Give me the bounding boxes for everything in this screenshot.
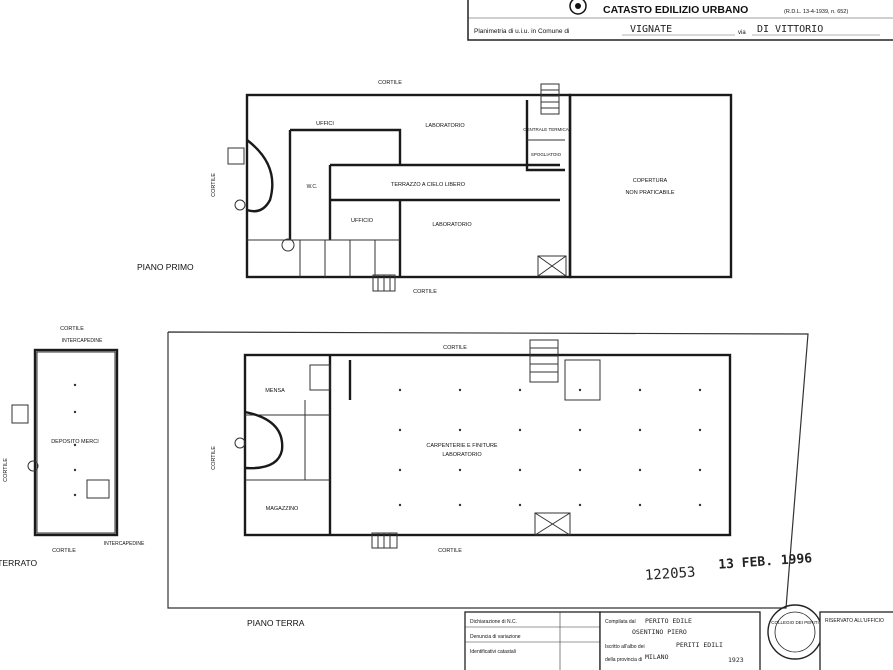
room-ufficio: UFFICIO [351, 218, 374, 224]
header-caption: Planimetria di u.i.u. in Comune di [474, 28, 569, 35]
receipt-stamp: 122053 13 FEB. 1996 [644, 551, 813, 584]
footer-table: Dichiarazione di N.C. Denuncia di variaz… [464, 604, 893, 670]
room-copertura: COPERTURA [633, 178, 668, 184]
plan-basement: CORTILE INTERCAPEDINE CORTILE DEPOSITO M… [0, 326, 145, 568]
label-cortile-first-left: CORTILE [211, 173, 217, 197]
label-cortile-ground-top: CORTILE [443, 345, 467, 351]
room-non-praticabile: NON PRATICABILE [625, 190, 674, 196]
room-wc: W.C. [307, 184, 318, 190]
stairs-first-bottom [372, 274, 396, 292]
label-cortile-basement-top: CORTILE [60, 326, 84, 332]
label-intercap-basement-top: INTERCAPEDINE [62, 338, 103, 344]
footer-provincia-label: della provincia di [605, 657, 642, 663]
room-terrazzo: TERRAZZO A CIELO LIBERO [391, 182, 466, 188]
footer-compilata-label: Compilata dal [605, 619, 636, 625]
label-cortile-first-bottom: CORTILE [413, 289, 437, 295]
header-box: CATASTO EDILIZIO URBANO (R.D.L. 13-4-193… [467, 0, 893, 41]
label-cortile-basement-left: CORTILE [3, 458, 9, 482]
room-uffici: UFFICI [316, 121, 334, 127]
label-cortile-ground-left: CORTILE [211, 446, 217, 470]
seal-icon: COLLEGIO DEI PERITI [767, 604, 823, 660]
header-street: DI VITTORIO [757, 24, 823, 35]
room-lab-first-top: LABORATORIO [425, 123, 465, 129]
label-intercap-basement-bottom: INTERCAPEDINE [104, 541, 145, 547]
plan-first-floor: CORTILE CORTILE CORTILE UFFICI LABORATOR… [137, 80, 733, 295]
header-via-label: via [738, 30, 746, 36]
title-piano-primo: PIANO PRIMO [137, 262, 194, 272]
header-law-ref: (R.D.L. 13-4-1939, n. 652) [784, 9, 848, 15]
footer-compilata-value: PERITO EDILE [645, 617, 692, 625]
footer-iscritto-value: PERITI EDILI [676, 641, 723, 649]
header-comune: VIGNATE [630, 24, 672, 35]
room-lab-first-bottom: LABORATORIO [432, 222, 472, 228]
seal-text: COLLEGIO DEI PERITI [771, 620, 819, 625]
footer-n-value: 1923 [728, 656, 744, 664]
stairs-ground-top [529, 339, 559, 383]
footer-iscritto-label: Iscritto all'albo dei [605, 644, 645, 650]
stairs-ground-bottom [371, 532, 398, 549]
footer-row-1: Dichiarazione di N.C. [470, 619, 517, 625]
room-main-2: LABORATORIO [442, 452, 482, 458]
room-deposito: DEPOSITO MERCI [51, 439, 99, 445]
title-piano-interrato: PIANO INTERRATO [0, 558, 38, 568]
stamp-date: 13 FEB. 1996 [718, 551, 813, 573]
footer-provincia-value: MILANO [645, 653, 669, 661]
footer-compilata-name: OSENTINO PIERO [632, 628, 687, 636]
plan-ground-floor: CORTILE CORTILE CORTILE MENSA MAGAZZINO … [167, 331, 809, 628]
footer-row-3: Identificativi catastali [470, 649, 516, 655]
title-piano-terra: PIANO TERRA [247, 618, 305, 628]
column-grid [398, 388, 702, 507]
footer-reserved-label: RISERVATO ALL'UFFICIO [825, 618, 884, 624]
room-mensa: MENSA [265, 388, 285, 394]
label-cortile-ground-bottom: CORTILE [438, 548, 462, 554]
stairs-first-top [540, 83, 560, 115]
label-cortile-basement-bottom: CORTILE [52, 548, 76, 554]
footer-row-2: Denuncia di variazione [470, 634, 521, 640]
emblem-icon [569, 0, 587, 15]
room-main-1: CARPENTERIE E FINITURE [426, 443, 498, 449]
header-agency: CATASTO EDILIZIO URBANO [603, 4, 748, 16]
label-cortile-first-top: CORTILE [378, 80, 402, 86]
stamp-number: 122053 [644, 564, 696, 583]
room-magazzino: MAGAZZINO [266, 506, 299, 512]
room-centrale-termica: CENTRALE TERMICA [523, 127, 568, 132]
room-spogliatoio: SPOGLIATOIO [531, 152, 562, 157]
